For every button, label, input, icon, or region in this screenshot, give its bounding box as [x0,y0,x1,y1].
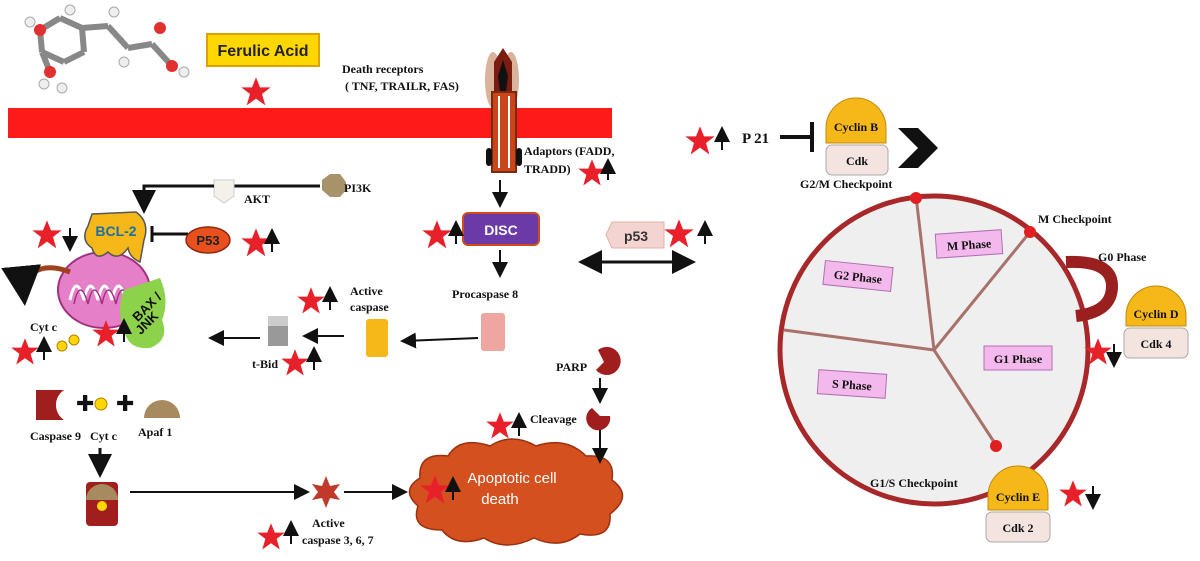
plus-icon: ✚ [76,391,94,416]
cyclin-e-shape [987,465,1049,511]
disc-label: DISC [484,222,517,238]
g2-phase-box [822,259,894,293]
star-icon [257,523,285,550]
active-caspase-367-label-2: caspase 3, 6, 7 [302,533,374,547]
cleavage-label: Cleavage [530,412,577,426]
star-icon [422,220,452,249]
ferulic-acid-text: Ferulic Acid [218,43,309,60]
active-caspase-label: Active [350,284,383,298]
g0-loop [1065,255,1119,322]
cyclin-b-shape [825,97,887,144]
star-icon [578,159,606,186]
pi3k-icon [322,174,346,197]
adaptors-list: TRADD) [524,162,571,176]
cyclin-d-shape [1125,285,1187,327]
t-bid-label: t-Bid [252,357,278,371]
cyclin-b-label: Cyclin B [834,120,878,134]
active-caspase-367-icon [312,476,340,508]
plus-icon: ✚ [116,391,134,416]
pi3k-label: PI3K [344,181,372,195]
p53-small-label: P53 [196,233,219,248]
akt-icon [213,179,235,204]
active-caspase-block [366,319,388,357]
apaf-1-label: Apaf 1 [138,425,172,439]
bcl2-shape [84,211,147,264]
g1-phase-box [983,345,1053,371]
active-caspase-label-2: caspase [350,300,389,314]
m-phase-box [934,229,1004,259]
star-icon [486,412,514,439]
ferulic-acid-molecule [24,4,190,94]
caspase-9-icon [36,390,64,420]
star-icon [1059,480,1087,507]
m-checkpoint-label: M Checkpoint [1038,212,1112,226]
cdk4-box [1123,327,1189,359]
apoptosome-icon [86,482,118,526]
active-caspase-367-label: Active [312,516,345,530]
g2m-checkpoint-dot [910,192,922,204]
p53-center-label: p53 [624,228,648,244]
cleaved-parp-icon [586,408,611,431]
star-icon [11,338,39,365]
adaptors-label: Adaptors (FADD, [524,144,614,158]
parp-icon [596,346,621,375]
cdk2-box [985,511,1051,543]
star-icon [685,126,715,155]
g0-phase-label: G0 Phase [1098,250,1147,264]
chevron-right-icon [898,128,938,168]
death-receptor-icon [485,48,522,173]
cdk-label: Cdk [846,154,868,168]
g1s-checkpoint-dot [990,440,1002,452]
cyclin-e-label: Cyclin E [996,490,1040,504]
p53-small-blob [185,226,231,254]
s-phase-box [816,369,888,399]
star-icon [297,287,325,314]
bcl2-label: BCL-2 [95,223,136,239]
s-phase-label: S Phase [832,377,873,394]
release-arrow [1,264,71,306]
parp-label: PARP [556,360,587,374]
m-phase-label: M Phase [946,236,992,253]
cytc-label: Cyt c [30,320,58,334]
cdk4-label: Cdk 4 [1140,337,1171,351]
cytc-label-2: Cyt c [90,429,118,443]
p53-center-box [605,221,665,249]
procaspase-8-block [481,313,505,351]
star-icon [281,349,309,376]
g1s-checkpoint-label: G1/S Checkpoint [870,476,958,490]
cell-membrane [8,108,612,138]
ferulic-acid-label: Ferulic Acid [206,33,320,67]
apoptotic-cell-death-cloud [408,438,624,546]
death-receptors-list: ( TNF, TRAILR, FAS) [345,79,459,93]
g2-phase-label: G2 Phase [833,268,883,287]
caspase-9-label: Caspase 9 [30,429,81,443]
cyclin-d-label: Cyclin D [1134,307,1179,321]
m-checkpoint-dot [1024,226,1036,238]
cdk-box [825,144,889,176]
procaspase-8-label: Procaspase 8 [452,287,518,301]
g2m-checkpoint-label: G2/M Checkpoint [800,177,892,191]
apoptosis-label-2: death [481,491,519,508]
apoptosis-label-1: Apoptotic cell [467,470,556,487]
star-icon [664,219,694,248]
apaf-1-icon [144,400,180,418]
star-icon [32,220,62,249]
p21-label: P 21 [742,131,769,147]
star-icon [241,77,271,106]
akt-label: AKT [244,192,270,206]
star-icon [241,228,271,257]
cdk2-label: Cdk 2 [1002,521,1033,535]
g1-phase-label: G1 Phase [994,352,1043,366]
death-receptors-label: Death receptors [342,62,424,76]
